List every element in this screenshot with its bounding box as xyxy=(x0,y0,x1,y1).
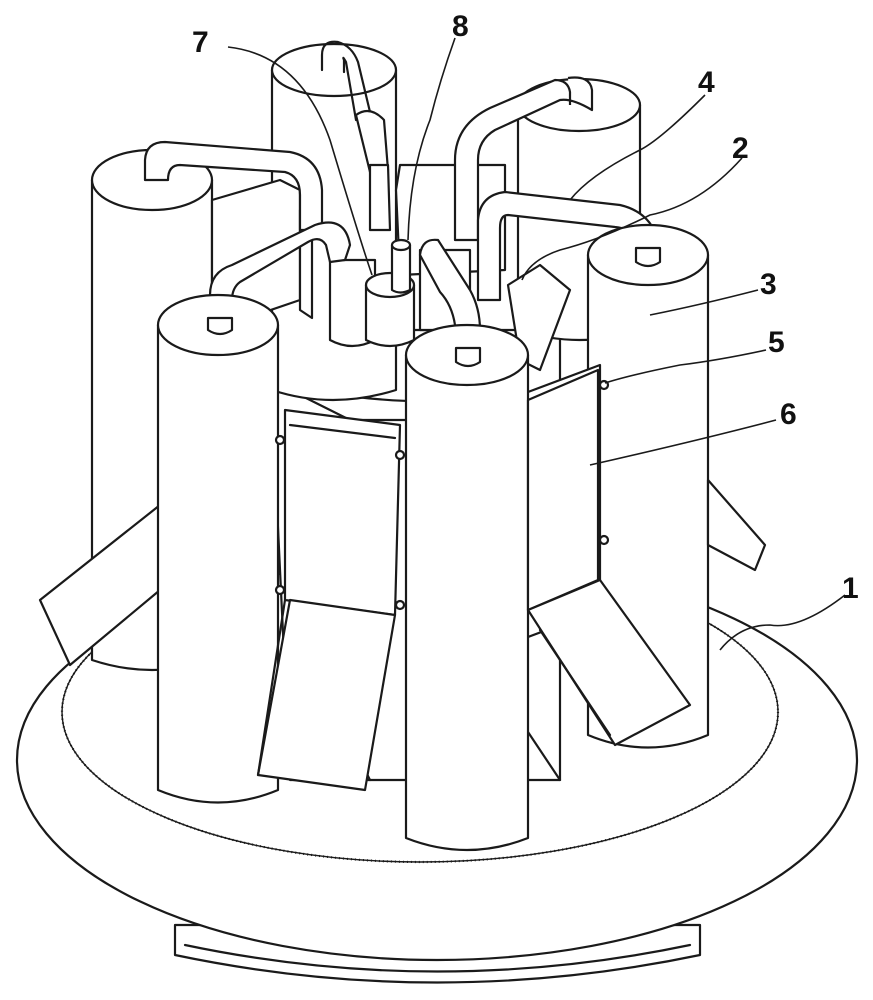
label-4: 4 xyxy=(698,66,715,99)
label-7: 7 xyxy=(192,26,209,59)
label-6: 6 xyxy=(780,398,797,431)
label-5: 5 xyxy=(768,326,785,359)
cylinder-front-left xyxy=(156,293,280,804)
reference-labels: 1 2 3 4 5 6 7 8 xyxy=(192,10,859,605)
label-3: 3 xyxy=(760,268,777,301)
plate-front-left xyxy=(256,408,406,792)
label-2: 2 xyxy=(732,132,749,165)
cylinder-front-center xyxy=(404,323,530,852)
leader-lines xyxy=(227,37,846,651)
label-1: 1 xyxy=(842,572,859,605)
label-8: 8 xyxy=(452,10,469,43)
plate-front-right xyxy=(526,368,692,747)
chute-right-back xyxy=(706,478,767,572)
pipes xyxy=(143,40,660,352)
